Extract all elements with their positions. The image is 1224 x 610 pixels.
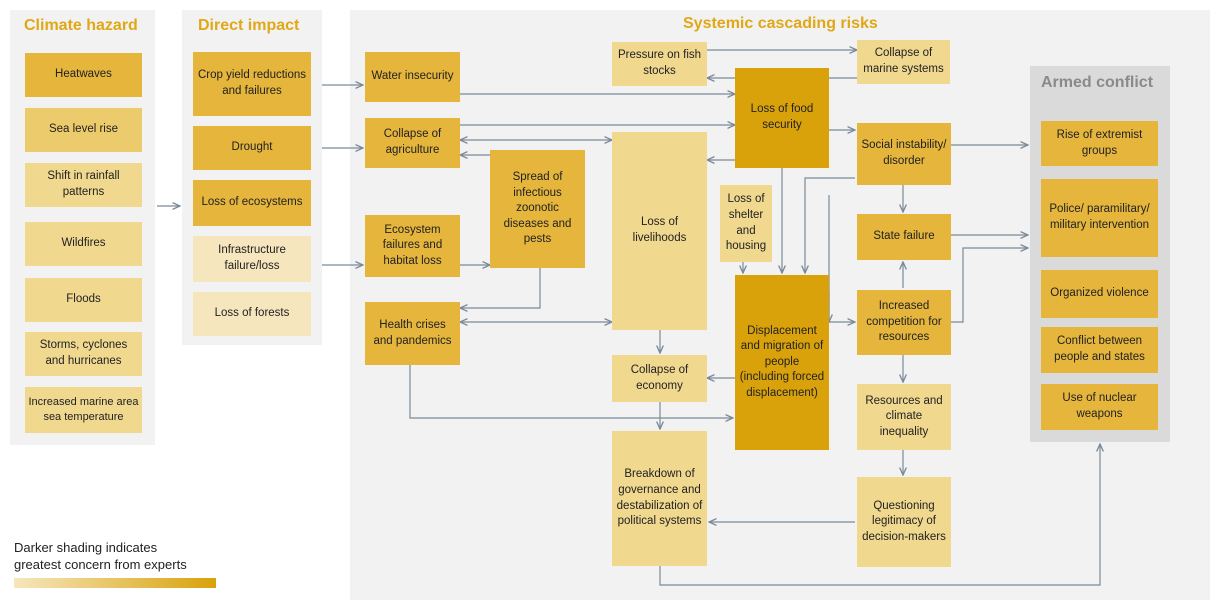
risk-loss-shelter: Loss of shelter and housing bbox=[720, 185, 772, 262]
impact-drought: Drought bbox=[193, 126, 311, 170]
risk-resources-inequality: Resources and climate inequality bbox=[857, 384, 951, 450]
systemic-risks-header: Systemic cascading risks bbox=[683, 15, 878, 32]
risk-spread-infectious: Spread of infectious zoonotic diseases a… bbox=[490, 150, 585, 268]
conflict-organized-violence: Organized violence bbox=[1041, 270, 1158, 318]
impact-loss-forests: Loss of forests bbox=[193, 292, 311, 336]
risk-increased-competition: Increased competition for resources bbox=[857, 290, 951, 355]
impact-crop-yield: Crop yield reductions and failures bbox=[193, 52, 311, 116]
risk-pressure-fish-stocks: Pressure on fish stocks bbox=[612, 42, 707, 86]
direct-impact-header: Direct impact bbox=[198, 17, 300, 34]
hazard-sea-level-rise: Sea level rise bbox=[25, 108, 142, 152]
hazard-marine-temperature: Increased marine area sea temperature bbox=[25, 387, 142, 433]
impact-loss-ecosystems: Loss of ecosystems bbox=[193, 180, 311, 226]
risk-displacement: Displacement and migration of people (in… bbox=[735, 275, 829, 450]
risk-questioning-legitimacy: Questioning legitimacy of decision-maker… bbox=[857, 477, 951, 567]
armed-conflict-header: Armed conflict bbox=[1041, 74, 1154, 91]
conflict-military-intervention: Police/ paramilitary/ military intervent… bbox=[1041, 179, 1158, 257]
risk-state-failure: State failure bbox=[857, 214, 951, 260]
impact-infrastructure: Infrastructure failure/loss bbox=[193, 236, 311, 282]
hazard-heatwaves: Heatwaves bbox=[25, 53, 142, 97]
legend-text: Darker shading indicates greatest concer… bbox=[14, 540, 187, 574]
climate-hazard-header: Climate hazard bbox=[24, 17, 138, 34]
risk-ecosystem-failures: Ecosystem failures and habitat loss bbox=[365, 215, 460, 277]
risk-health-crises: Health crises and pandemics bbox=[365, 302, 460, 365]
risk-loss-food-security: Loss of food security bbox=[735, 68, 829, 168]
conflict-people-states: Conflict between people and states bbox=[1041, 327, 1158, 373]
hazard-wildfires: Wildfires bbox=[25, 222, 142, 266]
legend-text-line2: greatest concern from experts bbox=[14, 556, 187, 572]
risk-collapse-marine: Collapse of marine systems bbox=[857, 40, 950, 84]
hazard-rainfall-shift: Shift in rainfall patterns bbox=[25, 163, 142, 207]
legend-text-line1: Darker shading indicates bbox=[14, 540, 158, 555]
risk-social-instability: Social instability/ disorder bbox=[857, 123, 951, 185]
risk-collapse-economy: Collapse of economy bbox=[612, 355, 707, 402]
hazard-storms: Storms, cyclones and hurricanes bbox=[25, 332, 142, 376]
legend-gradient-bar bbox=[14, 578, 216, 588]
risk-collapse-agriculture: Collapse of agriculture bbox=[365, 118, 460, 168]
conflict-extremist-groups: Rise of extremist groups bbox=[1041, 121, 1158, 166]
risk-breakdown-governance: Breakdown of governance and destabilizat… bbox=[612, 431, 707, 566]
hazard-floods: Floods bbox=[25, 278, 142, 322]
conflict-nuclear-weapons: Use of nuclear weapons bbox=[1041, 384, 1158, 430]
risk-loss-livelihoods: Loss of livelihoods bbox=[612, 132, 707, 330]
risk-water-insecurity: Water insecurity bbox=[365, 52, 460, 102]
